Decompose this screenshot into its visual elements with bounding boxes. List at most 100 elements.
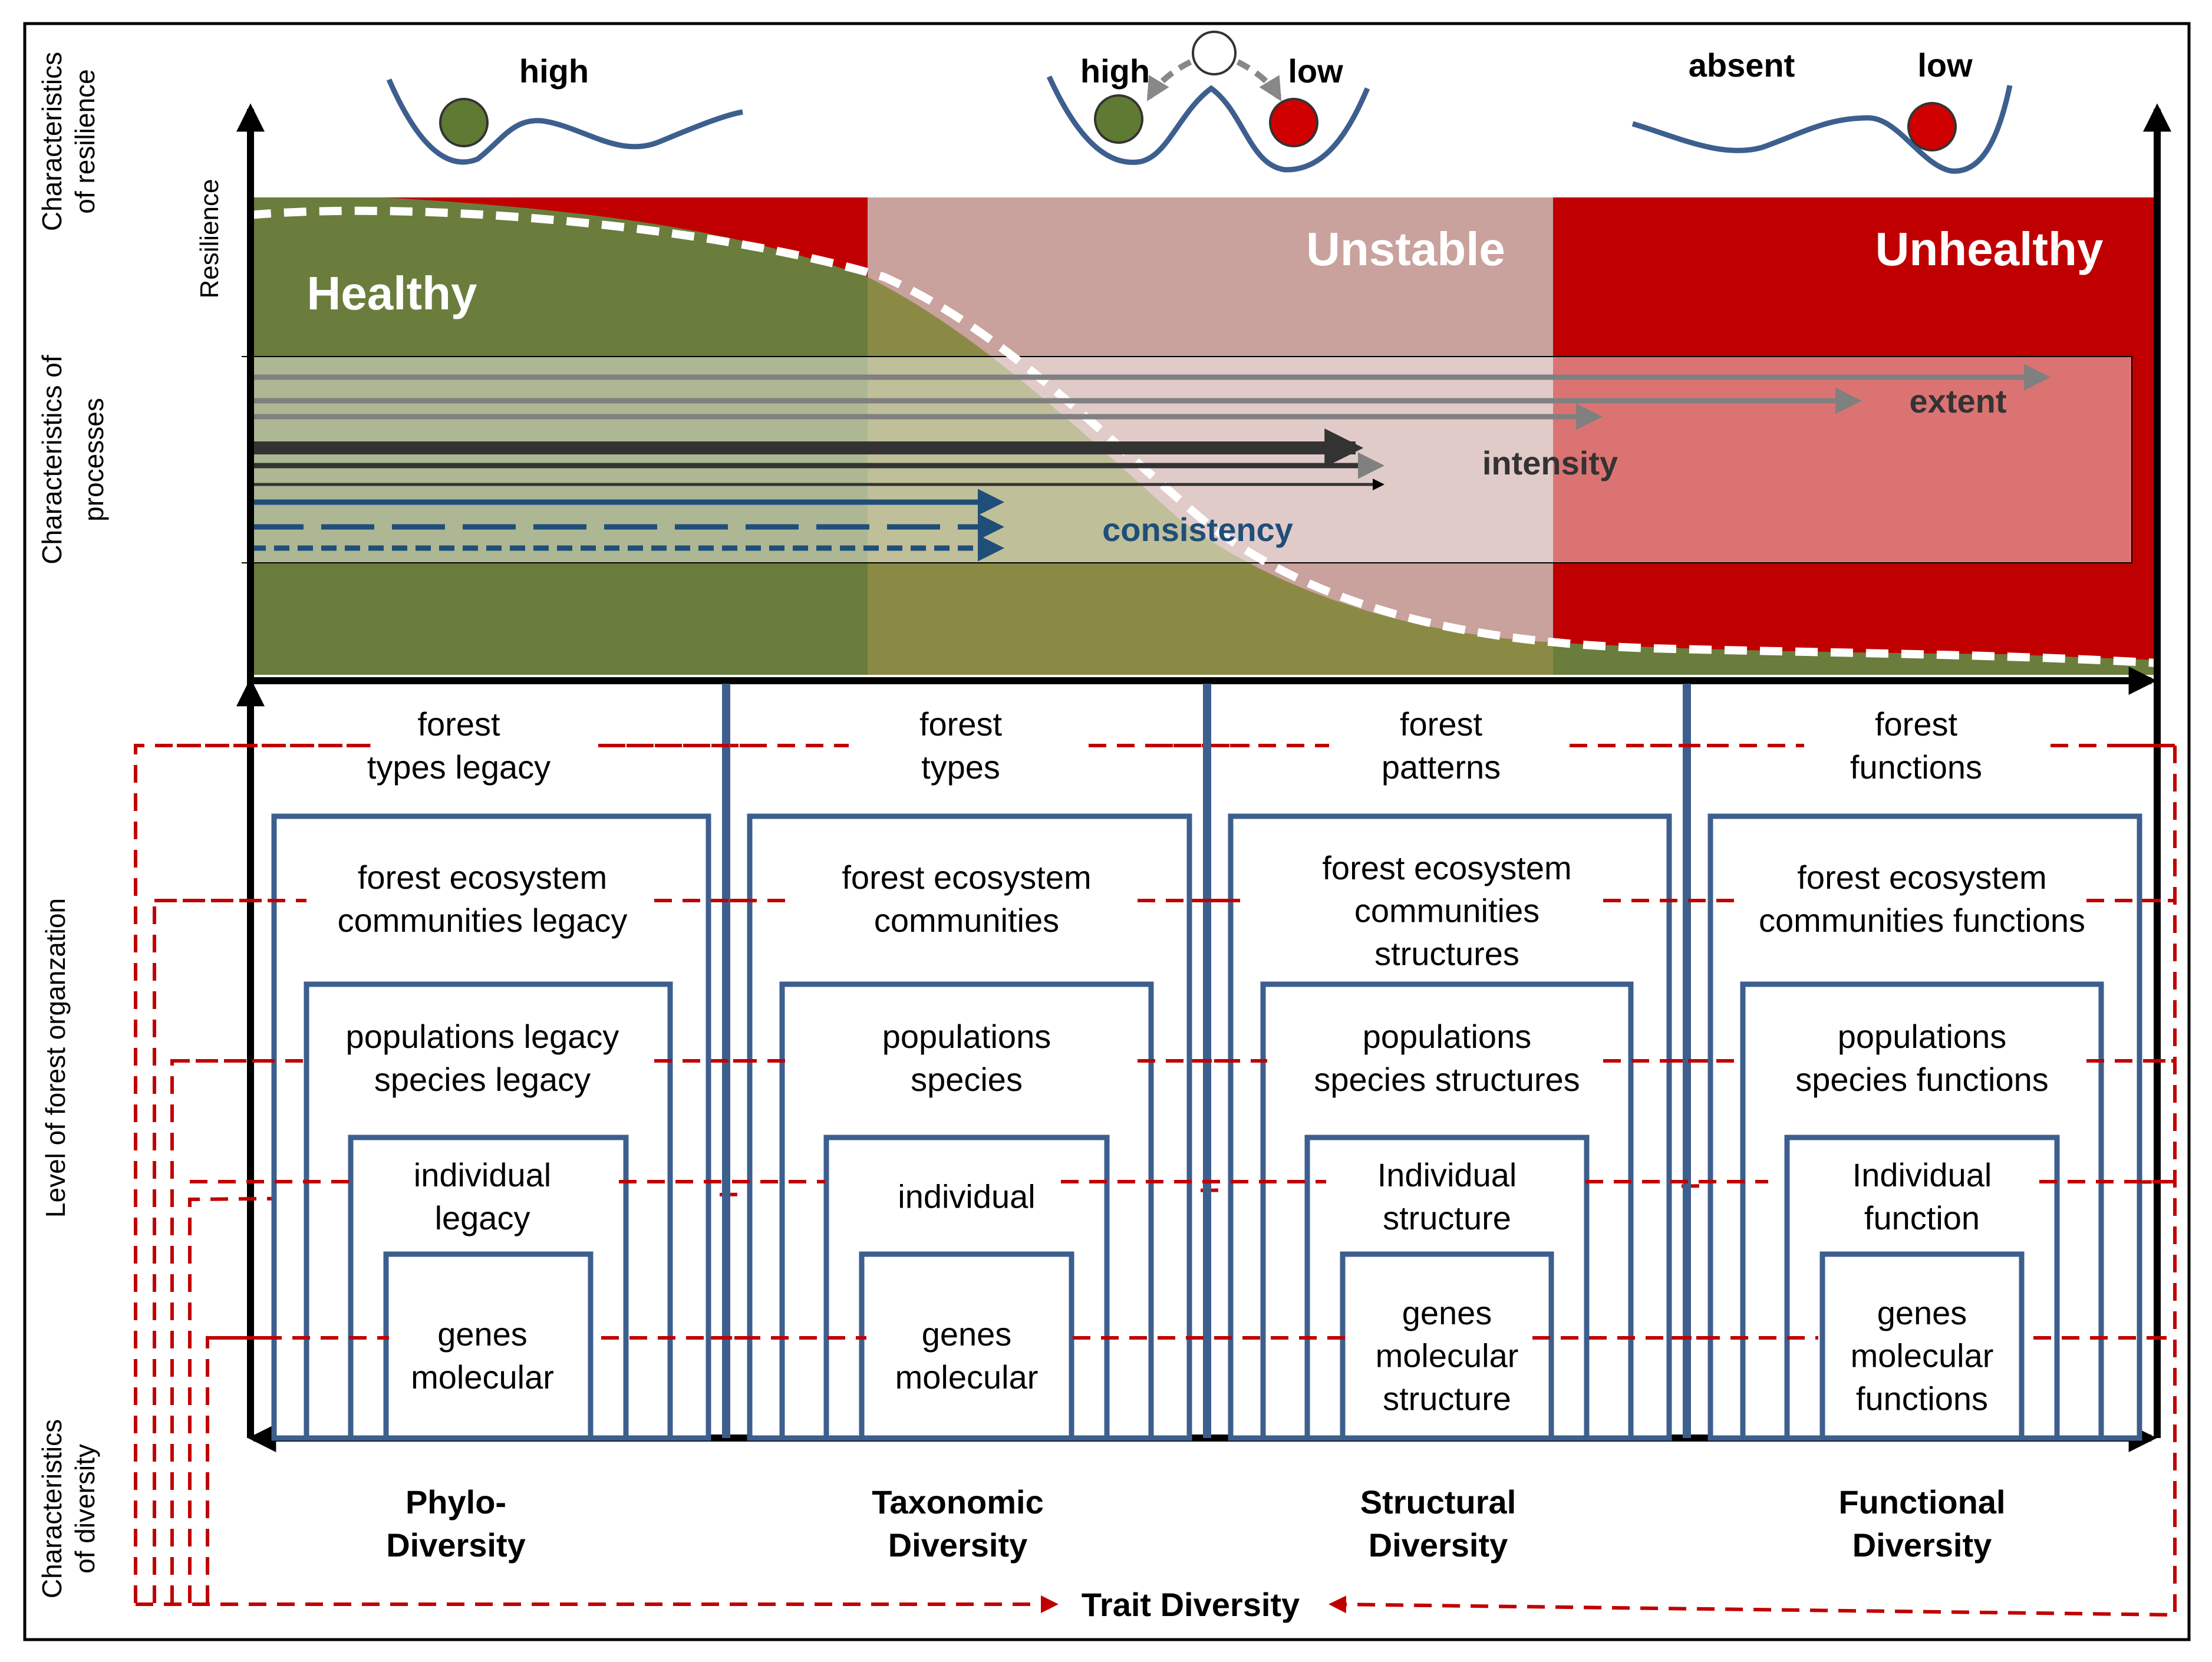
col1-l2-label-line-2: species legacy <box>374 1061 591 1098</box>
col3-l2-label-line-1: populations <box>1363 1018 1531 1055</box>
trait-return-line <box>1328 746 2177 1617</box>
top-label-bg <box>370 701 606 790</box>
ball-red-middle <box>1269 98 1318 147</box>
col2-bottom-label-line-1: Taxonomic <box>872 1483 1043 1521</box>
side-label-processes-1: Characteristics of <box>37 355 67 565</box>
col1-l3-label-line-1: individual <box>414 1156 552 1193</box>
side-label-processes-2: processes <box>78 398 109 522</box>
col1-top-label-line-1: forest <box>417 705 500 743</box>
col4-l1-label-line-2: communities functions <box>1759 902 2085 939</box>
landscape-left-curve <box>386 78 743 165</box>
col3-l4-label-line-3: structure <box>1383 1380 1511 1417</box>
side-label-diversity-1: Characteristics <box>37 1419 67 1598</box>
landscape-middle-curve <box>1046 75 1370 173</box>
ball-green-left <box>439 98 489 147</box>
col1-l4-label-line-2: molecular <box>411 1358 554 1396</box>
ball-hollow-top <box>1192 31 1237 75</box>
col2-l2-label-line-1: populations <box>882 1018 1051 1055</box>
col3-l4-label-line-1: genes <box>1402 1294 1492 1331</box>
col2-l1-label-line-2: communities <box>874 902 1059 939</box>
unhealthy-label: Unhealthy <box>1875 223 2104 275</box>
col3-top-label-line-1: forest <box>1400 705 1482 743</box>
tip-arrow-left <box>1146 59 1192 101</box>
col1-l1-label-line-1: forest ecosystem <box>358 859 607 896</box>
col3-l1-label-line-2: communities <box>1354 892 1540 929</box>
under-curve-unstable <box>868 277 1553 675</box>
col4-l2-label-line-2: species functions <box>1795 1061 2049 1098</box>
stability-landscapes <box>386 31 2013 174</box>
col4-bottom-label-line-2: Diversity <box>1852 1526 1992 1564</box>
landscape-left-high: high <box>519 52 589 90</box>
col2-top-label-line-2: types <box>921 748 1000 786</box>
col4-bottom-label-line-1: Functional <box>1838 1483 2005 1521</box>
col4-l3-label-line-2: function <box>1864 1199 1980 1236</box>
extent-label: extent <box>1910 382 2007 420</box>
col1-l1-label-line-2: communities legacy <box>338 902 628 939</box>
col1-top-label-line-2: types legacy <box>367 748 550 786</box>
side-label-resilience-1: Characteristics <box>37 52 67 231</box>
col4-top-label-line-2: functions <box>1850 748 1982 786</box>
landscape-middle-low: low <box>1288 52 1343 90</box>
healthy-zone <box>249 197 868 675</box>
top-label-bg <box>1804 701 2040 790</box>
unhealthy-zone <box>1553 197 2157 675</box>
unstable-label: Unstable <box>1306 223 1505 275</box>
diversity-panel: Trait Diversity forest types legacy forest … <box>134 684 2177 1623</box>
side-label-organization: Level of forest organzation <box>40 898 71 1218</box>
healthy-label: Healthy <box>307 267 477 319</box>
col3-l3-label-line-2: structure <box>1383 1199 1511 1236</box>
col2-l1-label-line-1: forest ecosystem <box>842 859 1091 896</box>
col2-l4-label-line-2: molecular <box>895 1358 1039 1396</box>
col2-level-4-box <box>859 1251 1074 1441</box>
col2-bottom-label-line-2: Diversity <box>888 1526 1028 1564</box>
col4-l1-label-line-1: forest ecosystem <box>1797 859 2046 896</box>
col3-l2-label-line-2: species structures <box>1314 1061 1580 1098</box>
resilience-axis-label: Resilience <box>195 179 224 299</box>
col4-l2-label-line-1: populations <box>1838 1018 2006 1055</box>
landscape-middle-high: high <box>1080 52 1150 90</box>
col3-l1-label-line-1: forest ecosystem <box>1322 849 1571 886</box>
ball-green-middle <box>1094 94 1143 144</box>
col1-bottom-label-line-2: Diversity <box>386 1526 526 1564</box>
col3-l3-label-line-1: Individual <box>1377 1156 1517 1193</box>
trait-diversity-label: Trait Diversity <box>1082 1586 1300 1623</box>
process-arrows <box>250 364 2051 562</box>
ball-red-right <box>1907 102 1957 151</box>
col4-l3-label-line-1: Individual <box>1852 1156 1992 1193</box>
landscape-right-curve <box>1631 85 2013 174</box>
col4-l4-label-line-2: molecular <box>1851 1337 1994 1374</box>
intensity-label: intensity <box>1482 444 1618 482</box>
col4-l4-label-line-3: functions <box>1856 1380 1988 1417</box>
col3-bottom-label-line-1: Structural <box>1360 1483 1517 1521</box>
side-label-resilience-2: of resilience <box>70 69 100 213</box>
col1-bottom-label-line-1: Phylo- <box>406 1483 506 1521</box>
col2-top-label-line-1: forest <box>919 705 1002 743</box>
landscape-right-absent: absent <box>1689 47 1795 84</box>
col2-l2-label-line-2: species <box>911 1061 1023 1098</box>
top-label-bg <box>1329 701 1565 790</box>
resilience-panel <box>242 197 2158 675</box>
tip-arrow-right <box>1236 59 1282 101</box>
top-label-bg <box>849 701 1084 790</box>
col2-l4-label-line-1: genes <box>922 1315 1012 1353</box>
col4-l4-label-line-1: genes <box>1877 1294 1967 1331</box>
outer-frame <box>23 22 2191 1641</box>
col1-level-4-box <box>383 1251 594 1441</box>
col3-level-4-box <box>1340 1251 1554 1441</box>
col4-top-label-line-1: forest <box>1875 705 1957 743</box>
col1-l4-label-line-1: genes <box>437 1315 528 1353</box>
col4-level-4-box <box>1819 1251 2025 1441</box>
col3-top-label-line-2: patterns <box>1382 748 1501 786</box>
red-corner <box>383 197 868 277</box>
landscape-right-low: low <box>1917 47 1973 84</box>
col2-l3-label-line-1: individual <box>898 1178 1036 1215</box>
consistency-label: consistency <box>1102 511 1293 548</box>
side-label-diversity-2: of diversity <box>70 1444 100 1574</box>
col3-l1-label-line-3: structures <box>1374 935 1519 972</box>
col1-l2-label-line-1: populations legacy <box>346 1018 619 1055</box>
col1-l3-label-line-2: legacy <box>435 1199 530 1236</box>
col3-bottom-label-line-2: Diversity <box>1369 1526 1508 1564</box>
col3-l4-label-line-2: molecular <box>1376 1337 1519 1374</box>
